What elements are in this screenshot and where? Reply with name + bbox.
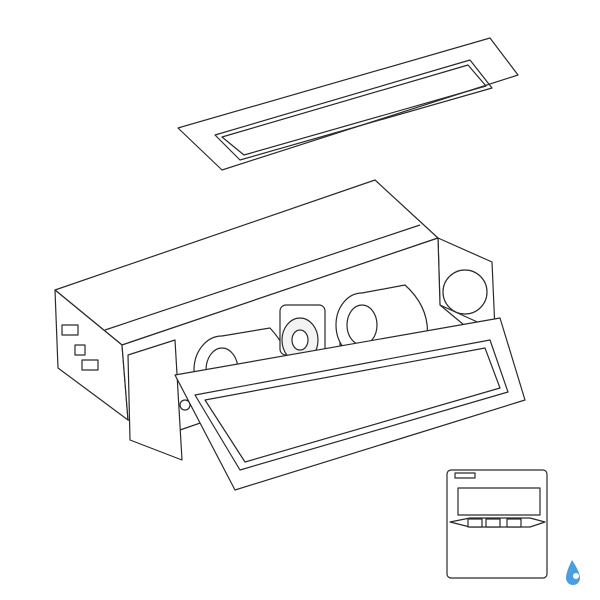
pipe-connector <box>81 359 99 371</box>
water-drop-logo <box>566 560 580 585</box>
down-button[interactable] <box>467 518 483 528</box>
lcd-display <box>457 487 541 516</box>
pipe-connector <box>61 324 79 336</box>
top-cover-panel <box>177 37 519 171</box>
up-button[interactable] <box>485 518 501 528</box>
front-flange <box>174 317 526 491</box>
mode-button[interactable] <box>506 518 522 528</box>
wired-remote-controller <box>446 469 548 579</box>
indicator-leds <box>454 472 476 479</box>
